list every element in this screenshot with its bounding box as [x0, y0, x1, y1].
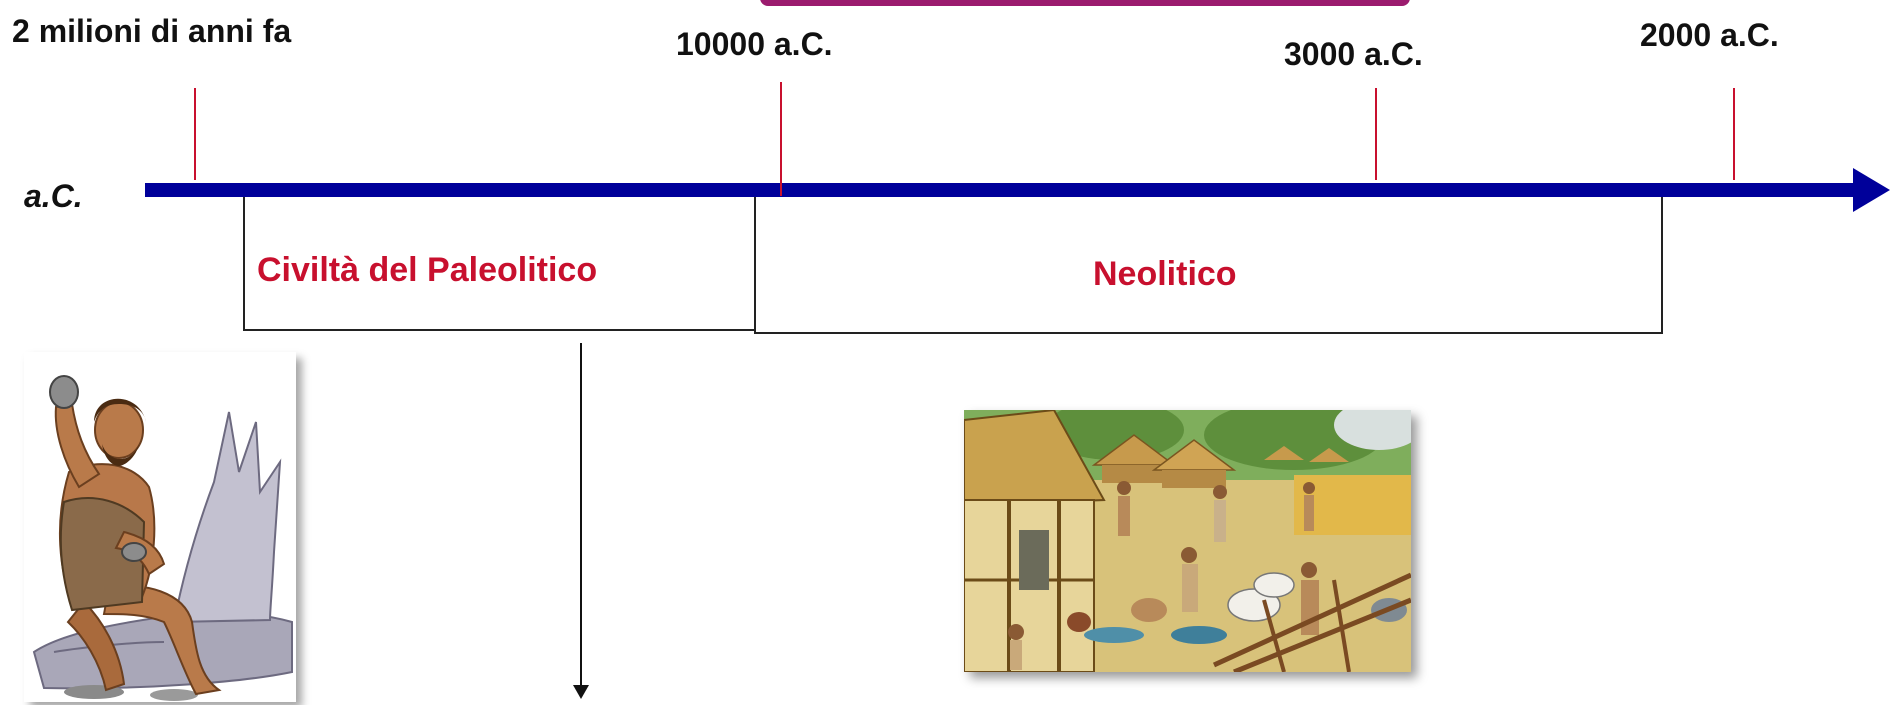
date-label-10000: 10000 a.C. — [676, 26, 833, 62]
village-icon — [964, 410, 1411, 672]
caveman-icon — [24, 352, 296, 702]
date-label-2000: 2000 a.C. — [1640, 17, 1779, 53]
period-label-paleolithic: Civiltà del Paleolitico — [257, 251, 598, 289]
top-banner — [760, 0, 1410, 6]
date-label-3000: 3000 a.C. — [1284, 36, 1423, 72]
paleolithic-bracket — [243, 197, 756, 331]
period-label-neolithic: Neolitico — [1093, 255, 1237, 293]
timeline-arrowhead — [1853, 168, 1890, 212]
down-arrow-head — [573, 685, 589, 699]
date-label-2-million: 2 milioni di anni fa — [12, 13, 292, 49]
timeline-axis — [145, 183, 1857, 197]
neolithic-bracket — [754, 197, 1663, 334]
axis-label: a.C. — [24, 178, 83, 214]
